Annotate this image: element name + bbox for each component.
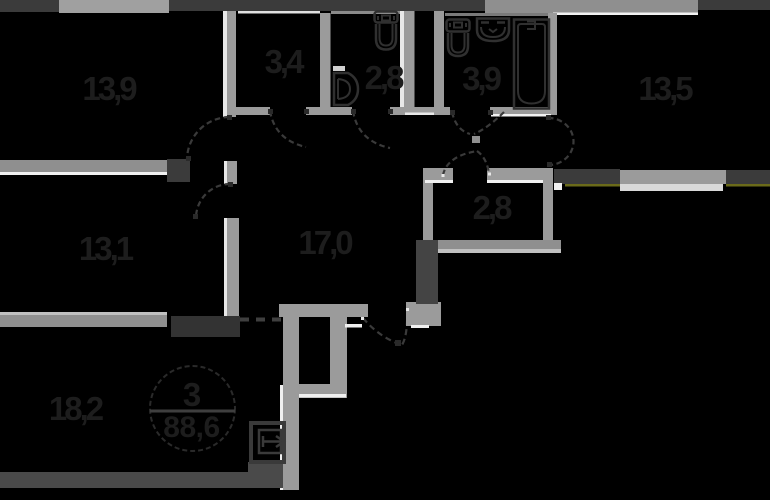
- svg-text:13,9: 13,9: [82, 70, 137, 107]
- svg-text:2,8: 2,8: [473, 189, 513, 226]
- svg-text:3,4: 3,4: [265, 43, 306, 80]
- svg-text:3: 3: [183, 376, 201, 413]
- svg-text:17,0: 17,0: [298, 224, 352, 261]
- svg-text:13,5: 13,5: [638, 70, 693, 107]
- svg-text:88,6: 88,6: [163, 411, 219, 444]
- svg-text:13,1: 13,1: [79, 230, 134, 267]
- svg-text:2,8: 2,8: [365, 59, 405, 96]
- svg-text:3,9: 3,9: [462, 60, 502, 97]
- svg-text:18,2: 18,2: [49, 390, 104, 427]
